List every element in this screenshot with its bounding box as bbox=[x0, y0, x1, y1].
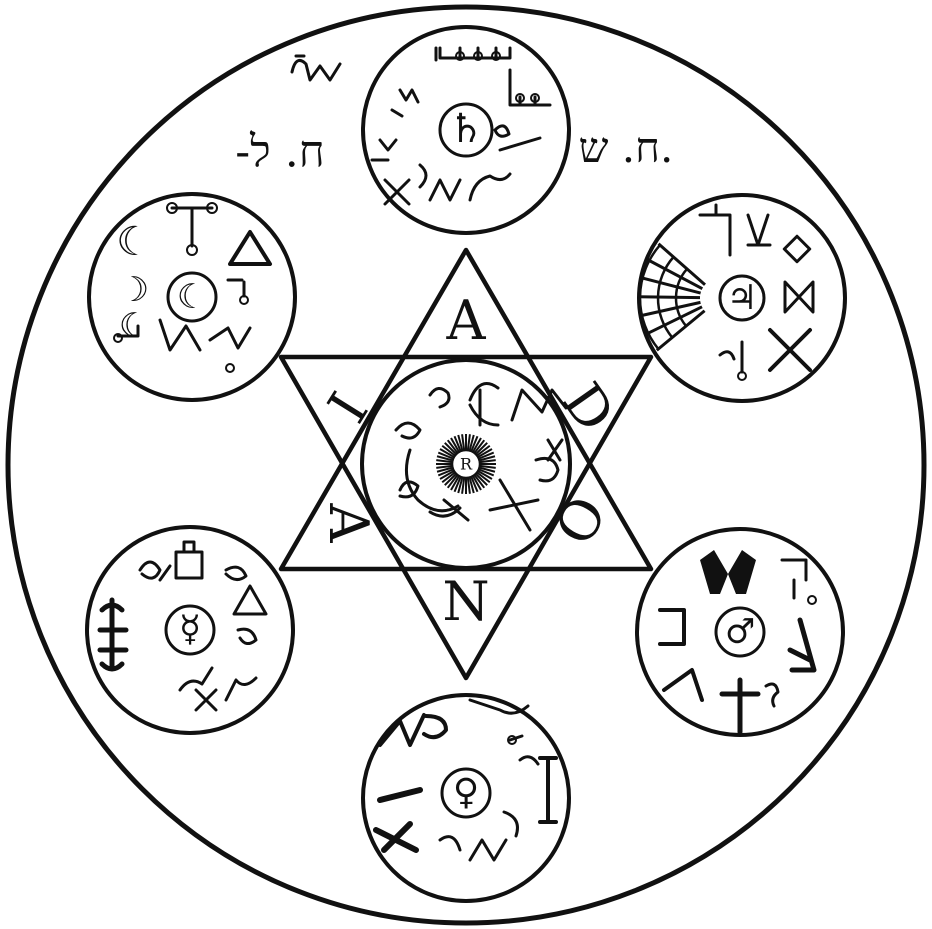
saturn-icon: ♄ bbox=[448, 106, 484, 152]
medallion-mercury: ☿ bbox=[87, 527, 293, 733]
inscription-upper-left: -ח. ל bbox=[235, 127, 324, 178]
svg-text:☽: ☽ bbox=[119, 270, 149, 310]
jupiter-icon: ♃ bbox=[727, 278, 757, 318]
medallion-jupiter: ♃ bbox=[638, 195, 845, 401]
fan-rib bbox=[638, 297, 700, 298]
medallion-mars: ♂ bbox=[637, 529, 843, 735]
medallion-sun: R bbox=[362, 360, 570, 568]
svg-text:☾: ☾ bbox=[116, 219, 152, 265]
fan-rib bbox=[640, 302, 701, 316]
jupiter-fan-icon bbox=[638, 244, 705, 350]
sun-center-letter: R bbox=[460, 455, 473, 474]
medallion-moon: ☾ ☾ ☽ ☾ bbox=[89, 194, 295, 400]
inscription-upper-right: ח. ש. bbox=[579, 123, 674, 172]
medallion-saturn: ♄ bbox=[363, 27, 569, 233]
mercury-icon: ☿ bbox=[179, 609, 201, 650]
script-mark bbox=[292, 56, 340, 80]
hexagram-letter-bottom: N bbox=[442, 570, 489, 633]
mars-icon: ♂ bbox=[725, 612, 755, 652]
medallion-venus: ♀ bbox=[363, 695, 569, 901]
hexagram-letter-top: A bbox=[446, 289, 487, 352]
hexagram-letter-upper-right: D bbox=[550, 372, 626, 444]
svg-text:☾: ☾ bbox=[119, 306, 149, 346]
moon-icon: ☾ bbox=[177, 277, 207, 317]
fan-rib bbox=[641, 278, 701, 293]
venus-icon: ♀ bbox=[453, 772, 479, 813]
